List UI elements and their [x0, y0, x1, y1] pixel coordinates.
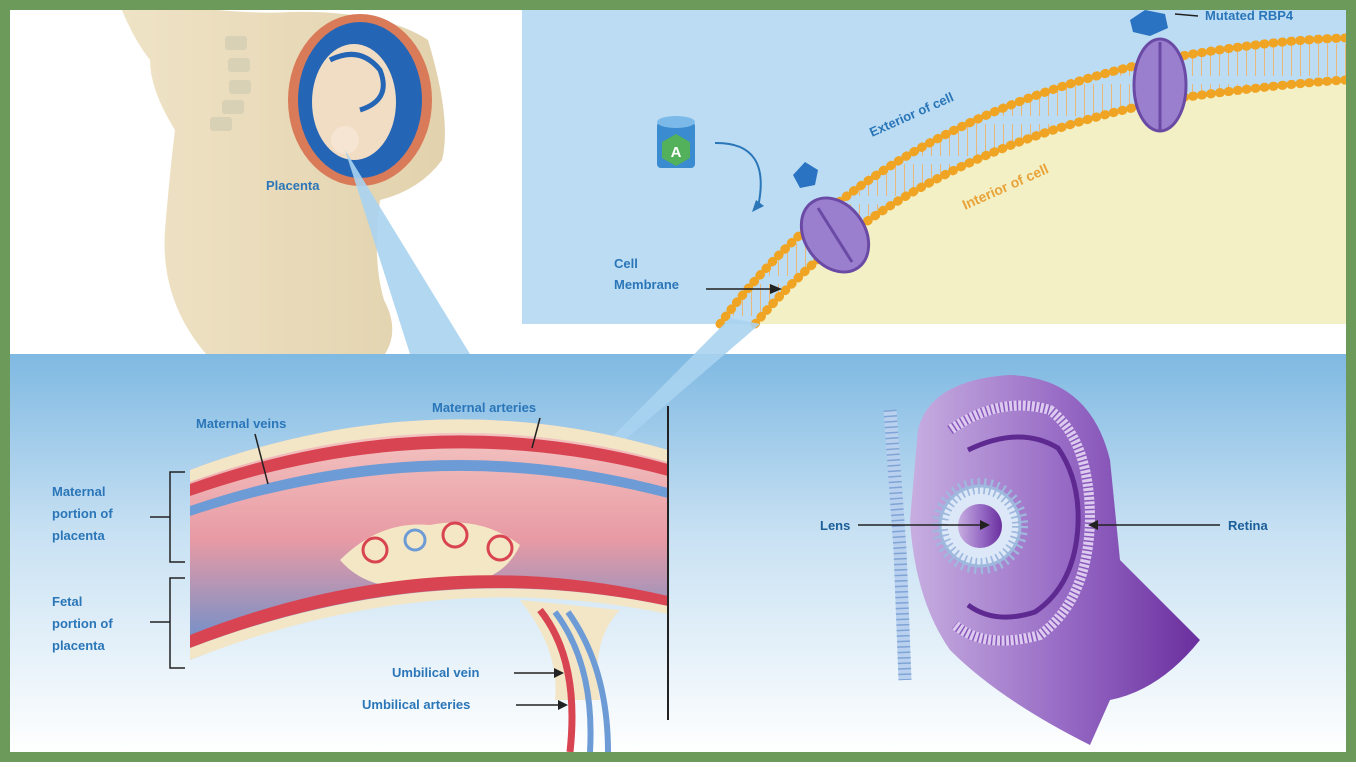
placenta-area: [331, 126, 359, 154]
mutated-rbp4-label: Mutated RBP4: [1205, 8, 1294, 23]
maternal-portion-label-line1: Maternal: [52, 484, 105, 499]
fetal-portion-label-line1: Fetal: [52, 594, 82, 609]
placenta-label: Placenta: [266, 178, 320, 193]
maternal-portion-label-line3: placenta: [52, 528, 106, 543]
maternal-arteries-label: Maternal arteries: [432, 400, 536, 415]
umbilical-arteries-label: Umbilical arteries: [362, 697, 470, 712]
retina-label: Retina: [1228, 518, 1269, 533]
vitamin-a-label: A: [671, 144, 682, 161]
maternal-portion-label-line2: portion of: [52, 506, 113, 521]
fetal-portion-label-line2: portion of: [52, 616, 113, 631]
vitamin-a-icon: A: [657, 116, 695, 168]
umbilical-vein-label: Umbilical vein: [392, 665, 479, 680]
maternal-veins-label: Maternal veins: [196, 416, 286, 431]
cell-membrane-label-line1: Cell: [614, 256, 638, 271]
fetal-portion-label-line3: placenta: [52, 638, 106, 653]
lens-label: Lens: [820, 518, 850, 533]
cell-membrane-label-line2: Membrane: [614, 277, 679, 292]
